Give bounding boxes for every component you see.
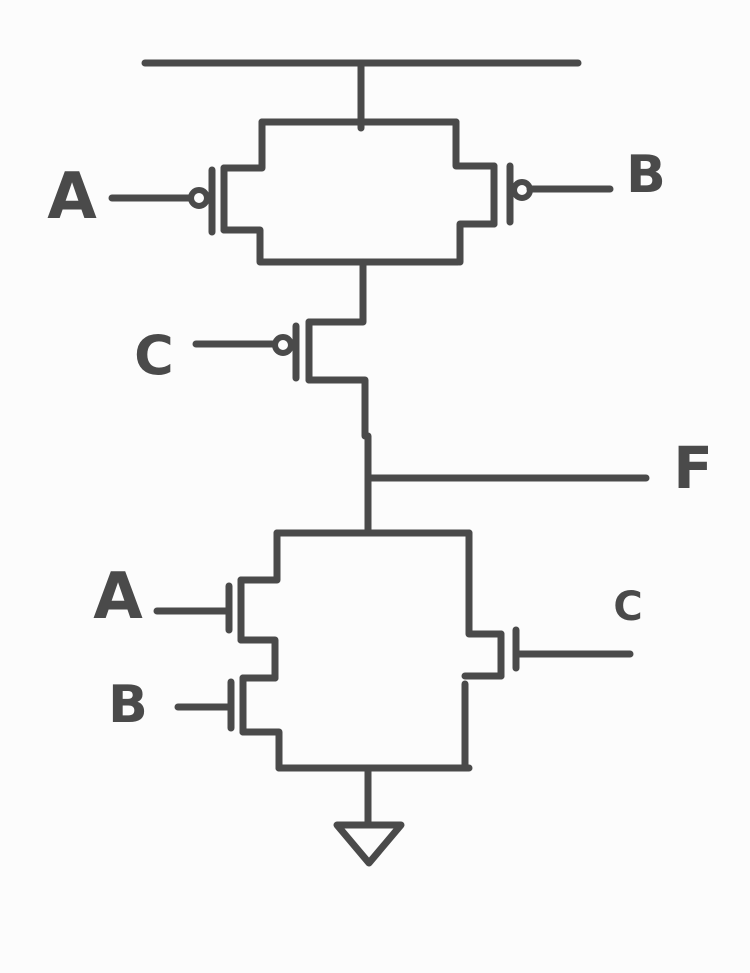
- nmos-transistor-a: [153, 529, 281, 682]
- nmos-transistor-c: [461, 529, 634, 772]
- pmos-c-inversion-bubble: [272, 334, 294, 356]
- nmos-network: [273, 529, 473, 772]
- pmos-a-input-label: A: [47, 160, 97, 234]
- vdd-rail: [141, 59, 582, 132]
- nmos-b-input-label: B: [108, 675, 148, 735]
- pmos-transistor-c: [192, 258, 369, 440]
- pmos-parallel-network: [257, 118, 462, 266]
- pmos-transistor-b: [452, 118, 614, 266]
- output-label: F: [673, 434, 713, 502]
- pmos-transistor-a: [108, 118, 266, 266]
- nmos-c-input-label: C: [613, 584, 642, 630]
- pmos-b-input-label: B: [626, 145, 666, 205]
- nmos-a-input-label: A: [93, 560, 143, 634]
- ground-symbol: [333, 764, 405, 867]
- pmos-c-input-label: C: [134, 324, 174, 387]
- nmos-transistor-b: [174, 674, 283, 772]
- output-node: [364, 432, 650, 534]
